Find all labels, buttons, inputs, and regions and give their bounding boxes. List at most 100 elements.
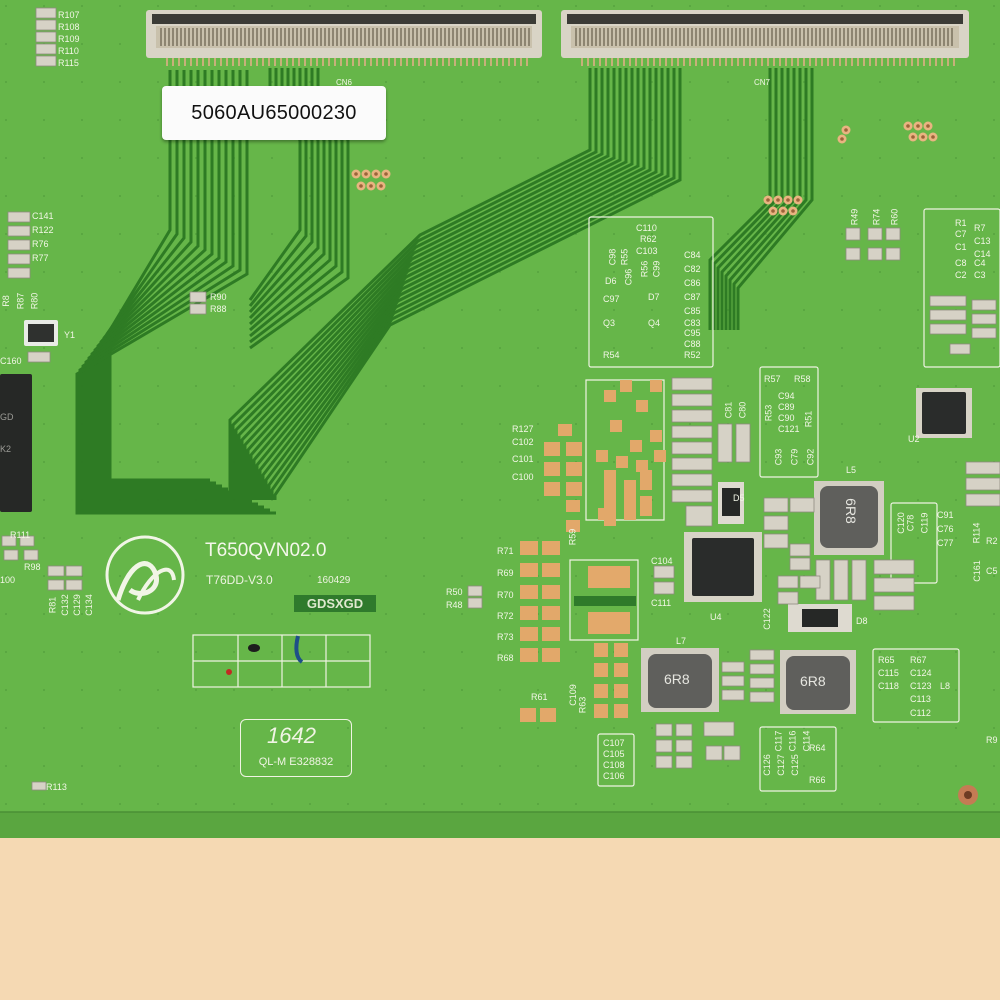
ref-label: C119	[919, 512, 930, 534]
ref-label: Q3	[603, 318, 616, 328]
ref-label: R56	[639, 260, 650, 278]
ref-label: C90	[778, 413, 795, 423]
ref-label: L7	[676, 636, 687, 646]
ref-label: R109	[58, 34, 80, 44]
vendor-badge: GDSXGD	[294, 595, 376, 612]
serial-sticker: 5060AU65000230	[162, 86, 386, 140]
ref-label: R58	[794, 374, 811, 384]
ref-label: C129	[71, 594, 82, 616]
ref-label: K2	[0, 444, 12, 454]
ref-label: R60	[889, 208, 900, 226]
ref-label: C84	[684, 250, 701, 260]
ref-label: R127	[512, 424, 534, 434]
ref-label: C88	[684, 339, 701, 349]
ref-label: C96	[623, 268, 634, 286]
inductor-l5	[814, 481, 884, 555]
ref-label: C121	[778, 424, 800, 434]
ref-label: R50	[446, 587, 463, 597]
ref-label: C89	[778, 402, 795, 412]
ref-label: C87	[684, 292, 701, 302]
ref-label: C3	[974, 270, 986, 280]
ref-label: C118	[878, 681, 899, 691]
ref-label: R72	[497, 611, 514, 621]
ref-label: L8	[940, 681, 951, 691]
ref-label: C122	[761, 608, 772, 630]
ref-label: R88	[210, 304, 227, 314]
ref-label: R52	[684, 350, 701, 360]
inductor-l7-marking: 6R8	[664, 671, 690, 687]
smd-components	[1, 7, 1000, 791]
connector-label-cn6: CN6	[336, 78, 353, 87]
ref-label: C110	[636, 223, 657, 233]
ref-label: R76	[32, 239, 49, 249]
ref-label: R114	[971, 522, 982, 544]
ref-label: C97	[603, 294, 620, 304]
ref-label: R71	[497, 546, 514, 556]
ref-label: C104	[651, 556, 673, 566]
ref-label: R2	[986, 536, 998, 546]
ref-label: D7	[648, 292, 660, 302]
ref-label: R108	[58, 22, 80, 32]
ref-label: C120	[895, 512, 906, 534]
ref-label: C132	[59, 594, 70, 616]
ref-label: R57	[764, 374, 781, 384]
board-model: T650QVN02.0	[205, 540, 327, 561]
cert-number: QL-M E328832	[258, 756, 334, 768]
ref-label: R59	[567, 528, 578, 546]
connector-cn7	[561, 10, 969, 66]
ref-label: D8	[856, 616, 868, 626]
ref-label: C123	[910, 681, 932, 691]
ref-label: R51	[803, 410, 814, 428]
ref-label: C108	[603, 760, 625, 770]
ref-label: R7	[974, 223, 986, 233]
ref-label: R9	[986, 735, 998, 745]
ref-label: C125	[789, 754, 800, 776]
ref-label: R113	[46, 782, 67, 792]
ref-label: R69	[497, 568, 514, 578]
ref-label: D5	[733, 493, 745, 503]
ref-label: R48	[446, 600, 463, 610]
ref-label: GD	[0, 412, 14, 422]
ref-label: R64	[809, 743, 826, 753]
ref-label: C14	[974, 249, 991, 259]
ref-label: R87	[15, 292, 26, 310]
ref-label: R53	[763, 404, 774, 422]
ref-label: R115	[58, 58, 79, 68]
ref-label: R111	[10, 530, 31, 540]
ref-label: R8	[0, 295, 11, 307]
ref-label: R55	[619, 248, 630, 266]
trace-bundles	[75, 68, 814, 515]
ref-label: C83	[684, 318, 701, 328]
ref-label: C161	[971, 560, 982, 582]
ref-label: R77	[32, 253, 49, 263]
ul-mark-box: 1642 QL-M E328832	[240, 719, 352, 777]
test-points	[351, 121, 938, 216]
ref-label: Y1	[64, 330, 76, 340]
ref-label: C80	[737, 401, 748, 419]
ref-label: C93	[773, 448, 784, 466]
inductor-l7	[641, 648, 719, 712]
ref-label: 100	[0, 575, 16, 585]
ref-label: C160	[0, 356, 22, 366]
ref-label: C112	[910, 708, 931, 718]
ref-label: C76	[937, 524, 954, 534]
ref-label: R107	[58, 10, 80, 20]
ref-label: R110	[58, 46, 79, 56]
ref-label: R73	[497, 632, 514, 642]
ref-label: C91	[937, 510, 954, 520]
ref-label: D6	[605, 276, 617, 286]
ref-label: R62	[640, 234, 657, 244]
ref-label: R54	[603, 350, 620, 360]
connector-cn6	[146, 10, 542, 66]
board-revision: T76DD-V3.0	[206, 573, 273, 587]
ref-label: R74	[871, 208, 882, 226]
ref-label: R66	[809, 775, 826, 785]
ref-label: C107	[603, 738, 625, 748]
manufacturer-logo	[105, 535, 185, 615]
ref-label: C77	[937, 538, 954, 548]
ref-label: R90	[210, 292, 227, 302]
ref-label: C99	[651, 260, 662, 278]
ref-label: C2	[955, 270, 967, 280]
ref-label: C134	[83, 594, 94, 616]
